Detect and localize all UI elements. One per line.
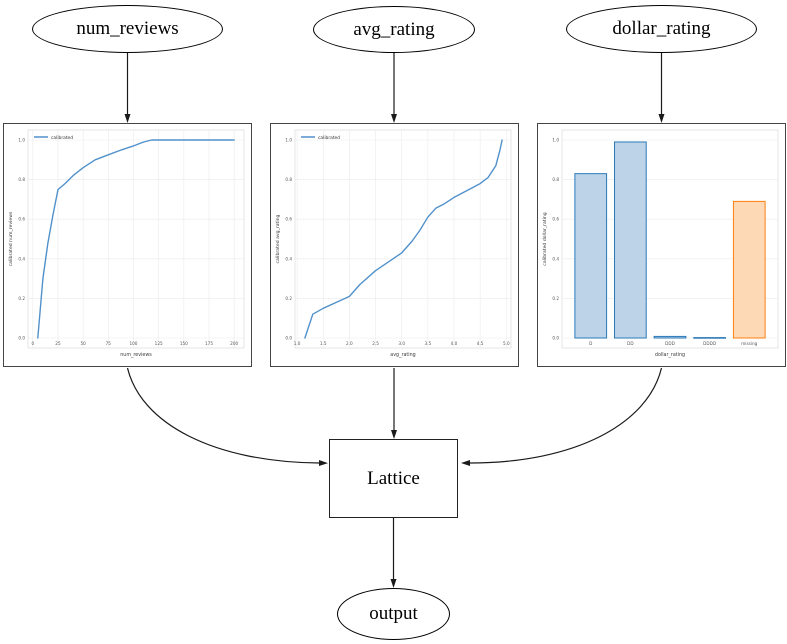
svg-text:dollar_rating: dollar_rating — [655, 352, 685, 358]
svg-text:DD: DD — [627, 341, 633, 346]
svg-text:DDDD: DDDD — [703, 341, 716, 346]
svg-text:4.0: 4.0 — [451, 341, 458, 346]
svg-text:2.5: 2.5 — [372, 341, 379, 346]
svg-text:25: 25 — [55, 341, 61, 346]
edge-calibrator-dollar-rating-to-lattice — [461, 367, 663, 466]
svg-text:0.4: 0.4 — [285, 256, 292, 261]
svg-text:75: 75 — [106, 341, 112, 346]
svg-text:DDD: DDD — [665, 341, 675, 346]
calibrator-plot-avg-rating: 0.0 0.2 0.4 0.6 0.8 1.0 avg_rating calibrated a… — [270, 123, 519, 367]
node-avg-rating-label: avg_rating — [353, 18, 435, 40]
node-lattice-label: Lattice — [367, 467, 420, 489]
svg-text:100: 100 — [129, 341, 137, 346]
svg-text:calibrated: calibrated — [51, 135, 73, 141]
svg-text:0.2: 0.2 — [18, 296, 25, 301]
svg-text:1.0: 1.0 — [18, 138, 25, 143]
svg-text:num_reviews: num_reviews — [120, 352, 152, 358]
svg-text:125: 125 — [155, 341, 163, 346]
svg-text:0.6: 0.6 — [285, 217, 292, 222]
avg-rating-calibration-chart: 0.0 0.2 0.4 0.6 0.8 1.0 avg_rating calibrated a… — [271, 124, 518, 366]
node-lattice: Lattice — [329, 439, 458, 518]
svg-text:0.0: 0.0 — [552, 336, 559, 341]
node-dollar-rating-label: dollar_rating — [612, 18, 711, 39]
node-dollar-rating: dollar_rating — [566, 5, 757, 53]
svg-text:0.8: 0.8 — [18, 177, 25, 182]
svg-text:5.0: 5.0 — [503, 341, 510, 346]
svg-text:1.0: 1.0 — [294, 341, 301, 346]
svg-text:avg_rating: avg_rating — [390, 352, 415, 358]
svg-text:1.5: 1.5 — [320, 341, 327, 346]
svg-text:0: 0 — [31, 341, 34, 346]
svg-text:4.5: 4.5 — [477, 341, 484, 346]
svg-text:3.5: 3.5 — [425, 341, 432, 346]
svg-text:calibrated dollar_rating: calibrated dollar_rating — [542, 212, 548, 265]
node-num-reviews: num_reviews — [32, 5, 223, 53]
svg-text:D: D — [589, 341, 592, 346]
dollar-rating-calibration-chart: 0.0 0.2 0.4 0.6 0.8 1.0 dollar_rating calibrate… — [538, 124, 785, 366]
calibrator-plot-num-reviews: 0.0 0.2 0.4 0.6 0.8 1.0 num_reviews calibrated … — [3, 123, 252, 367]
svg-text:0.6: 0.6 — [552, 217, 559, 222]
svg-text:1.0: 1.0 — [552, 138, 559, 143]
svg-text:0.8: 0.8 — [285, 177, 292, 182]
node-avg-rating: avg_rating — [313, 6, 475, 53]
svg-text:0.0: 0.0 — [18, 336, 25, 341]
svg-text:0.0: 0.0 — [285, 336, 292, 341]
svg-text:175: 175 — [205, 341, 213, 346]
svg-text:0.8: 0.8 — [552, 177, 559, 182]
node-output-label: output — [369, 603, 418, 624]
svg-text:0.4: 0.4 — [552, 256, 559, 261]
svg-text:150: 150 — [180, 341, 188, 346]
svg-text:0.2: 0.2 — [285, 296, 292, 301]
svg-text:calibrated avg_rating: calibrated avg_rating — [275, 214, 281, 263]
svg-text:200: 200 — [230, 341, 238, 346]
svg-text:3.0: 3.0 — [398, 341, 405, 346]
svg-text:calibrated: calibrated — [318, 135, 340, 141]
svg-text:50: 50 — [80, 341, 86, 346]
svg-text:1.0: 1.0 — [285, 138, 292, 143]
calibrator-plot-dollar-rating: 0.0 0.2 0.4 0.6 0.8 1.0 dollar_rating calibrate… — [537, 123, 786, 367]
svg-text:0.6: 0.6 — [18, 217, 25, 222]
svg-text:0.4: 0.4 — [18, 256, 25, 261]
num-reviews-calibration-chart: 0.0 0.2 0.4 0.6 0.8 1.0 num_reviews calibrated … — [4, 124, 251, 366]
svg-text:missing: missing — [741, 341, 757, 346]
svg-text:calibrated num_reviews: calibrated num_reviews — [8, 211, 14, 266]
svg-text:0.2: 0.2 — [552, 296, 559, 301]
svg-text:2.0: 2.0 — [346, 341, 353, 346]
node-num-reviews-label: num_reviews — [76, 18, 179, 39]
edge-calibrator-num-reviews-to-lattice — [126, 367, 328, 466]
node-output: output — [337, 588, 450, 640]
